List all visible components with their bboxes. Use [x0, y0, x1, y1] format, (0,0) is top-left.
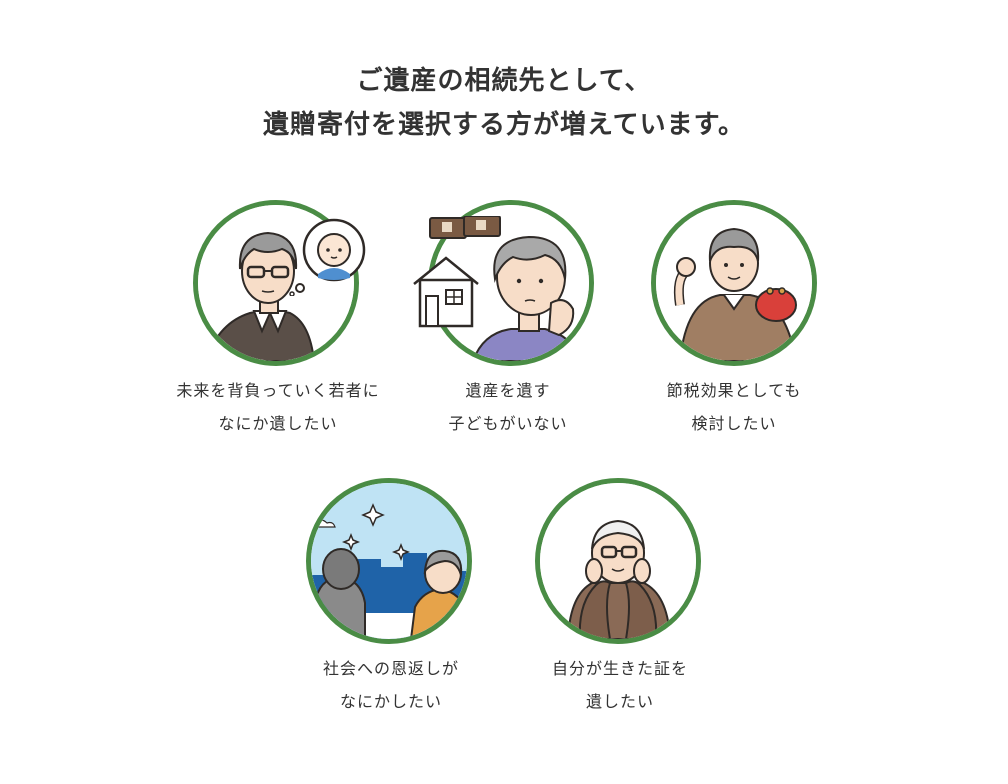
caption-line-1: 自分が生きた証を	[551, 659, 688, 678]
caption-line-1: 社会への恩返しが	[322, 659, 459, 678]
heading-line-1: ご遺産の相続先として、	[356, 66, 652, 96]
caption-line-2: 検討したい	[691, 414, 777, 433]
caption-line-1: 遺産を遺す	[465, 381, 551, 400]
reason-card-give-back-society: 社会への恩返しが なにかしたい	[261, 478, 521, 718]
thought-bubble-baby	[288, 216, 368, 297]
tax-saving-icon	[651, 200, 817, 366]
reason-card-tax-saving: 節税効果としても 検討したい	[604, 200, 864, 440]
caption-line-2: 遺したい	[585, 692, 654, 711]
heading-line-2: 遺贈寄付を選択する方が増えています。	[262, 110, 746, 140]
house-and-money-icon	[408, 215, 508, 334]
reason-card-no-heir: 遺産を遺す 子どもがいない	[378, 200, 638, 440]
caption-line-2: なにかしたい	[339, 692, 442, 711]
caption-line-1: 未来を背負っていく若者に	[176, 381, 380, 400]
caption-line-2: なにか遺したい	[218, 414, 338, 433]
give-back-society-icon	[306, 478, 472, 644]
caption-line-1: 節税効果としても	[666, 381, 802, 400]
proof-of-life-icon	[535, 478, 701, 644]
reason-card-young-generation: 未来を背負っていく若者に なにか遺したい	[148, 200, 408, 440]
caption-line-2: 子どもがいない	[448, 414, 568, 433]
reason-card-proof-of-life: 自分が生きた証を 遺したい	[490, 478, 750, 718]
